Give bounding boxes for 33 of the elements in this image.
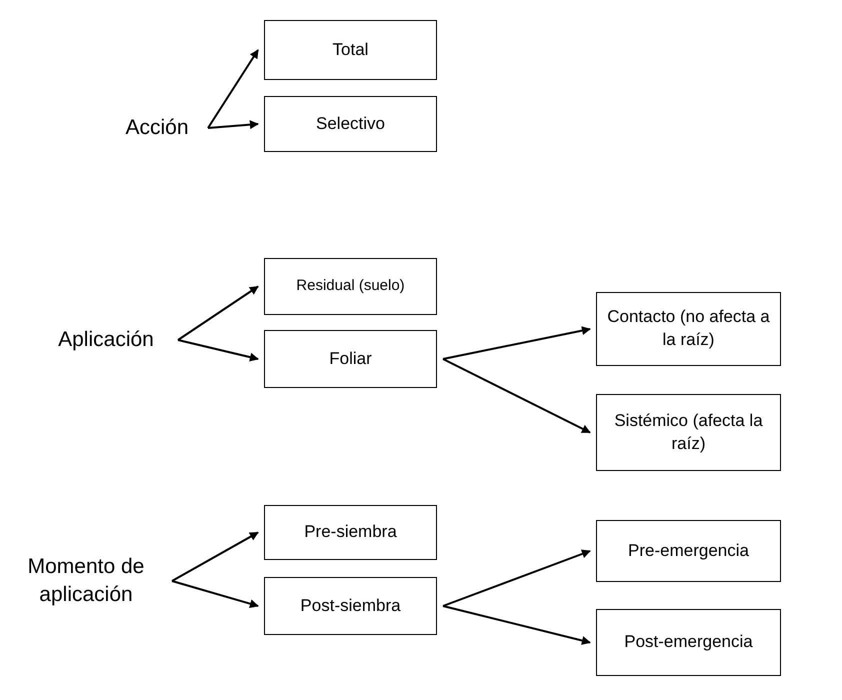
box-label: Sistémico (afecta la raíz) [613,410,764,454]
category-label: Aplicación [58,326,154,353]
arrow [442,605,591,645]
process-box [596,520,781,582]
box-label: Contacto (no afecta a la raíz) [606,306,771,351]
box-label: Selectivo [316,112,385,135]
arrow [172,580,259,608]
process-box [264,258,437,315]
arrow [207,49,259,129]
arrow [178,339,259,362]
process-box [596,609,781,676]
process-box [596,394,781,471]
arrow [177,286,259,341]
box-label: Pre-siembra [304,521,397,544]
box-label: Post-siembra [300,594,401,617]
process-box [264,577,437,635]
arrow [172,532,259,582]
box-label: Total [332,38,368,61]
process-box [264,505,437,560]
category-label: Momento de aplicación [26,554,146,608]
arrow [208,120,259,130]
process-box [264,20,437,80]
box-label: Foliar [329,348,372,370]
box-label: Pre-emergencia [628,540,749,562]
process-box [596,292,781,366]
arrow [442,326,591,360]
box-label: Post-emergencia [624,631,753,654]
category-label: Acción [125,114,189,141]
process-box [264,330,437,388]
arrow [442,358,591,434]
process-box [264,96,437,152]
arrow [442,550,591,607]
box-label: Residual (suelo) [296,276,405,296]
